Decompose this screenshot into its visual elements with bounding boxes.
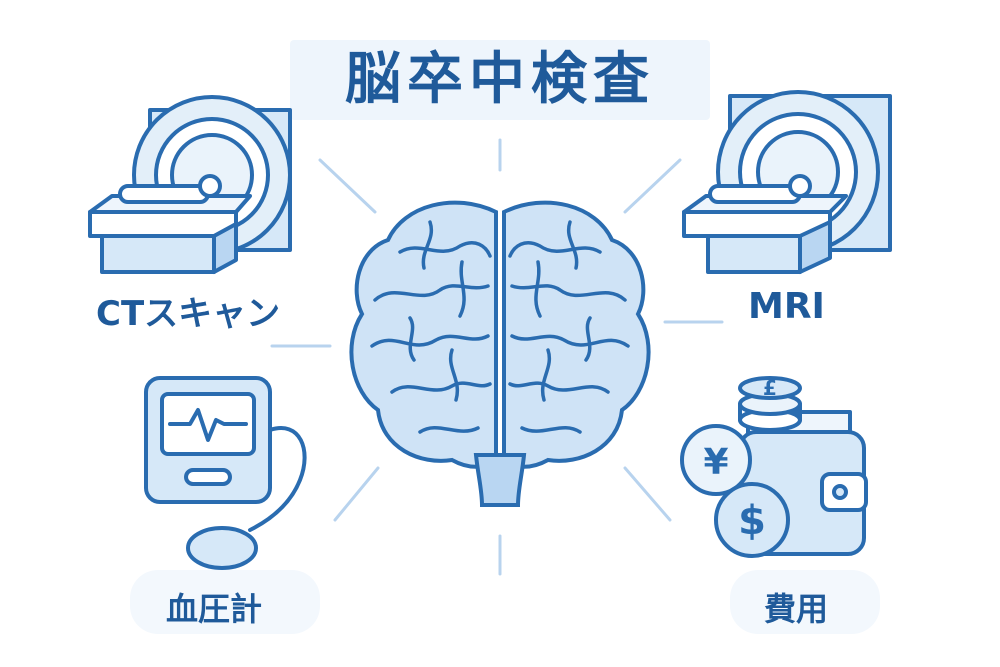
ray-top-left — [318, 158, 377, 214]
blood-pressure-monitor-icon — [144, 376, 307, 570]
ray-bottom-left — [333, 466, 380, 522]
ct-scanner-icon — [88, 95, 292, 274]
brain-icon — [349, 200, 651, 507]
ray-top-right — [623, 158, 682, 214]
svg-text:£: £ — [763, 376, 777, 400]
blood-pressure-monitor-label: 血圧計 — [166, 590, 263, 628]
mri-label: MRI — [748, 286, 825, 327]
svg-text:¥: ¥ — [703, 442, 728, 483]
title-background — [290, 40, 710, 120]
svg-text:$: $ — [738, 498, 766, 544]
label-halo-cost — [730, 570, 880, 634]
ray-bottom-right — [623, 466, 672, 522]
page-title: 脳卒中検査 — [345, 47, 655, 112]
label-halo-bp — [130, 570, 320, 634]
cost-label: 費用 — [764, 590, 829, 628]
radiating-rays — [270, 138, 724, 576]
wallet-coins-icon: £ ¥ $ — [680, 376, 868, 558]
ct-scan-label: CTスキャン — [96, 294, 281, 334]
mri-scanner-icon — [682, 90, 892, 274]
